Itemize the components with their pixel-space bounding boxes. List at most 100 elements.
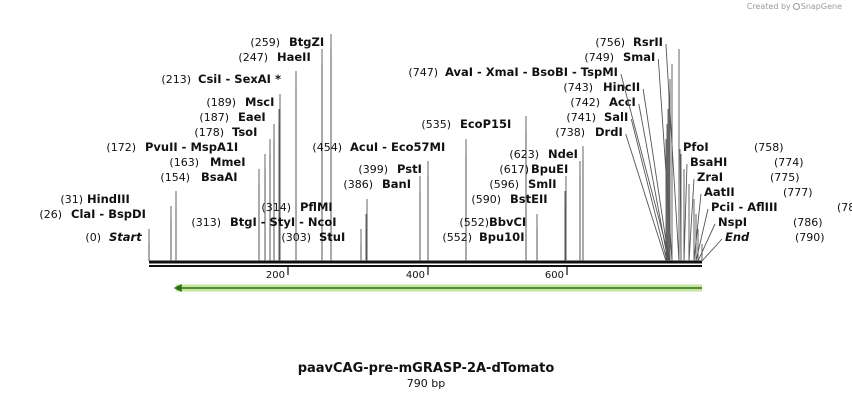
restriction-site: (552)BbvCI	[459, 214, 538, 261]
site-position: (189)	[206, 96, 236, 109]
restriction-site: (187)EaeI	[199, 109, 280, 261]
site-position: (590)	[471, 193, 501, 206]
site-name: AccI	[609, 95, 636, 109]
site-name: AvaI - XmaI - BsoBI - TspMI	[445, 65, 618, 79]
site-name: HaeII	[277, 50, 311, 64]
plasmid-name: paavCAG-pre-mGRASP-2A-dTomato	[297, 361, 555, 376]
restriction-site: (552)Bpu10I	[442, 229, 538, 261]
restriction-site: (189) MscI	[206, 94, 281, 261]
restriction-site: (777) AatII	[693, 185, 813, 262]
site-name: MmeI	[210, 155, 246, 169]
site-name: PciI - AflIII	[711, 200, 778, 214]
restriction-site: (31) HindIII	[60, 191, 177, 261]
site-connector-diagonal	[620, 73, 671, 262]
site-name: ClaI - BspDI	[71, 207, 146, 221]
site-name: AatII	[704, 185, 735, 199]
site-position: (738)	[555, 126, 585, 139]
site-position: (26)	[39, 208, 62, 221]
restriction-site: (0)Start	[85, 229, 150, 261]
ruler-tick-label: 600	[545, 270, 564, 281]
site-position: (154)	[160, 171, 190, 184]
site-name: StuI	[319, 230, 345, 244]
site-position: (163)	[169, 156, 199, 169]
restriction-site: (617)BpuEI	[499, 161, 581, 261]
restriction-site: (213) CsiI - SexAI *	[161, 71, 297, 261]
restriction-site: (738) DrdI	[555, 125, 667, 262]
site-position: (399)	[358, 163, 388, 176]
site-position: (31)	[60, 193, 83, 206]
ruler-tick-label: 400	[406, 270, 425, 281]
plasmid-size: 790 bp	[406, 377, 446, 390]
site-position: (386)	[343, 178, 373, 191]
site-name: BstEII	[510, 192, 548, 206]
site-name: SalI	[604, 110, 628, 124]
restriction-site: (749) SmaI	[584, 50, 673, 262]
site-position: (247)	[238, 51, 268, 64]
restriction-site: (623)NdeI	[509, 146, 584, 261]
restriction-site: (303) StuI	[281, 229, 362, 261]
site-position: (552)	[459, 216, 489, 229]
site-name: PfoI	[683, 140, 709, 154]
site-name: CsiI - SexAI *	[198, 72, 281, 86]
site-position: (743)	[563, 81, 593, 94]
site-position: (178)	[194, 126, 224, 139]
feature-arrow-head	[173, 284, 182, 292]
snapgene-logo-icon	[792, 3, 800, 10]
restriction-site: (313)BtgI - StyI - NcoI	[191, 214, 367, 261]
site-name: DrdI	[595, 125, 623, 139]
site-position: (747)	[408, 66, 438, 79]
site-position: (172)	[106, 141, 136, 154]
site-position: (552)	[442, 231, 472, 244]
site-position: (774)	[774, 156, 804, 169]
credit-brand: SnapGene	[800, 2, 842, 11]
site-name: BbvCI	[489, 215, 526, 229]
site-name: HindIII	[87, 192, 130, 206]
site-name: End	[725, 230, 750, 244]
site-connector-diagonal	[701, 238, 723, 262]
restriction-site: (172)PvuII - MspA1I	[106, 139, 271, 261]
restriction-site: (774) BsaHI	[683, 155, 804, 262]
site-position: (790)	[795, 231, 825, 244]
restriction-site: (758) PfoI	[679, 140, 784, 262]
restriction-site: (747) AvaI - XmaI - BsoBI - TspMI	[408, 65, 671, 262]
site-position: (454)	[312, 141, 342, 154]
restriction-site: (743) HincII	[563, 80, 670, 262]
restriction-site: (259)BtgZI	[250, 34, 332, 261]
site-name: MscI	[245, 95, 274, 109]
site-position: (303)	[281, 231, 311, 244]
site-position: (775)	[770, 171, 800, 184]
restriction-site: (247) HaeII	[238, 49, 323, 261]
restriction-site: (154) BsaAI	[160, 169, 260, 261]
site-position: (777)	[783, 186, 813, 199]
site-position: (749)	[584, 51, 614, 64]
site-connector-diagonal	[630, 118, 668, 262]
credit-prefix: Created by	[746, 2, 791, 11]
site-name: TsoI	[232, 125, 257, 139]
site-name: HincII	[603, 80, 640, 94]
restriction-site: (454)AcuI - Eco57MI	[312, 139, 467, 261]
site-connector-diagonal	[642, 88, 670, 262]
site-position: (758)	[754, 141, 784, 154]
restriction-site: (178) TsoI	[194, 124, 275, 261]
site-position: (187)	[199, 111, 229, 124]
site-connector-diagonal	[625, 133, 667, 262]
restriction-site: (590) BstEII	[471, 191, 566, 261]
restriction-site: (790) End	[701, 230, 825, 262]
site-name: BanI	[382, 177, 411, 191]
site-position: (756)	[595, 36, 625, 49]
restriction-site: (163) MmeI	[169, 154, 266, 261]
site-connector-diagonal	[679, 148, 682, 262]
site-connector-diagonal	[688, 178, 695, 262]
site-position: (596)	[489, 178, 519, 191]
site-position: (213)	[161, 73, 191, 86]
restriction-site: (775)ZraI	[688, 170, 800, 262]
restriction-site: (786)NspI	[697, 215, 823, 262]
site-name: BsaAI	[201, 170, 238, 184]
restriction-site: (756)RsrII	[595, 35, 680, 262]
site-name: BsaHI	[690, 155, 727, 169]
restriction-site: (399)PstI	[358, 161, 429, 261]
site-position: (742)	[570, 96, 600, 109]
site-name: BtgZI	[289, 35, 324, 49]
site-name: SmaI	[623, 50, 655, 64]
site-position: (623)	[509, 148, 539, 161]
